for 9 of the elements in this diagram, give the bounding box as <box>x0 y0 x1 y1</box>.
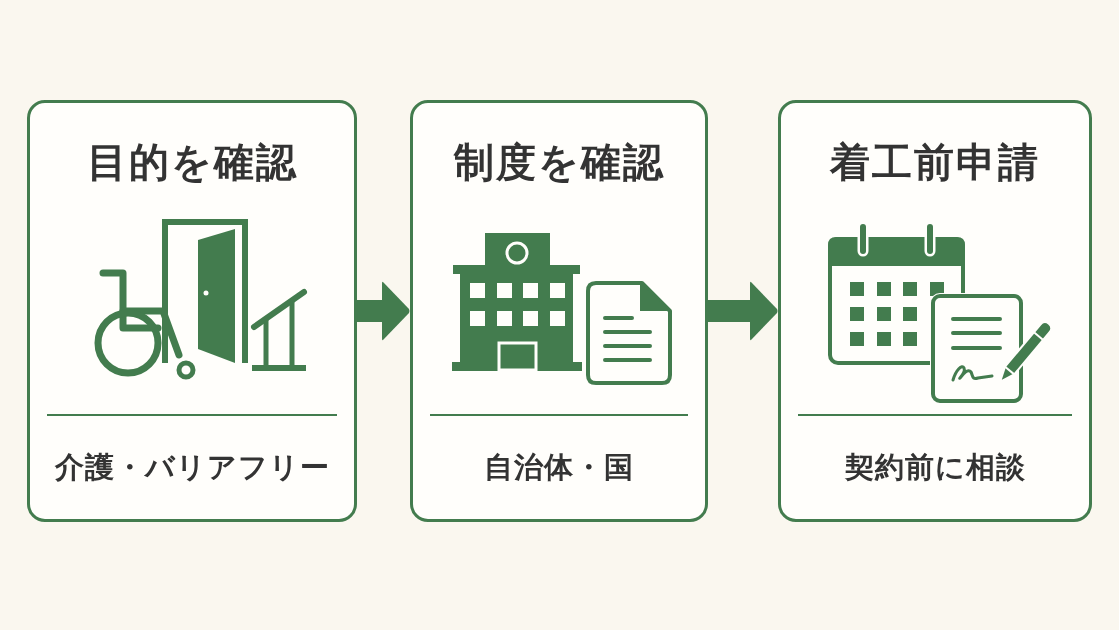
step-card <box>410 100 708 522</box>
step-card <box>27 100 357 522</box>
step-card <box>778 100 1092 522</box>
step-note: 介護・バリアフリー <box>53 450 331 485</box>
step-title: 目的を確認 <box>85 138 299 186</box>
step-title: 着工前申請 <box>828 138 1041 186</box>
step-note: 契約前に相談 <box>843 450 1027 485</box>
step-title: 制度を確認 <box>452 138 666 186</box>
step-note: 自治体・国 <box>483 450 635 485</box>
